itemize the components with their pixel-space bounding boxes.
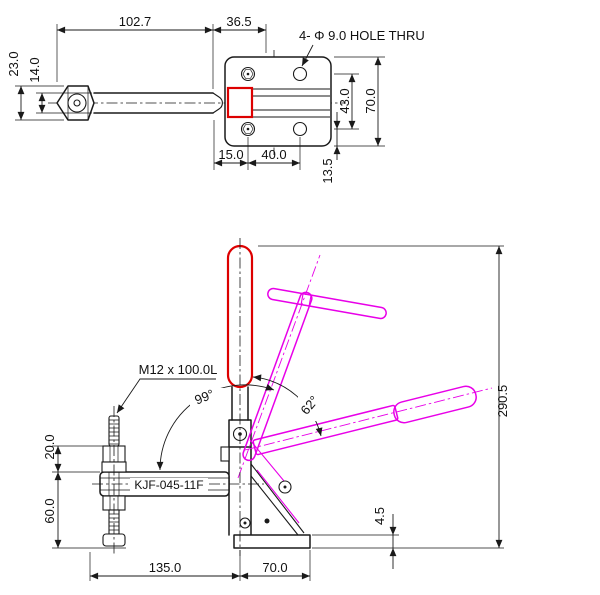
- linkage-pivot-center: [283, 485, 287, 489]
- toggle-gusset: [250, 463, 305, 536]
- phantom-linkage-lines: [249, 439, 300, 524]
- bolt-head-bottom-left: [242, 124, 254, 134]
- dim-label-hole-spacing-horizontal: 40.0: [261, 147, 286, 162]
- dim-label-reach: 135.0: [149, 560, 182, 575]
- extension-lines-top: [15, 24, 385, 170]
- angle-label-arm-travel: 99°: [192, 386, 216, 407]
- clamp-arm-tip: [212, 92, 223, 114]
- spindle-label: M12 x 100.0L: [139, 362, 218, 377]
- phantom-open-positions: [237, 254, 493, 524]
- phantom-spindle-open: [267, 287, 387, 320]
- hole-note-leader: [301, 44, 314, 67]
- angle-arm-bg: [190, 388, 224, 407]
- base-foot: [233, 534, 311, 549]
- arm-stop-block: [220, 446, 230, 462]
- angle-handle-bg: [298, 393, 328, 421]
- top-view: 102.7 36.5 4- Φ 9.0 HOLE THRU 23.0 14.0 …: [6, 14, 425, 184]
- bolt-center-top-left: [246, 72, 250, 76]
- dim-label-end-height: 23.0: [6, 51, 21, 76]
- spindle-nut-lower-facets: [109, 496, 119, 510]
- hole-bottom-right: [292, 121, 308, 137]
- bolt-center-bottom-left: [246, 127, 250, 131]
- base-rivet: [264, 518, 270, 524]
- bolt-head-top-left: [242, 69, 254, 79]
- front-view: M12 x 100.0L KJF-045-11F 99° 62° 20.0 60…: [42, 238, 510, 581]
- arc-handle-travel: [252, 374, 323, 437]
- pivot-block-highlight: [226, 86, 254, 119]
- dim-label-hole-edge-distance: 13.5: [320, 158, 335, 183]
- dim-label-arm-length: 102.7: [119, 14, 152, 29]
- phantom-handle-grip-open: [393, 385, 477, 424]
- spindle-label-leader: [116, 378, 216, 414]
- part-number-label: KJF-045-11F: [134, 478, 203, 492]
- dim-label-arm-thickness: 14.0: [27, 57, 42, 82]
- extension-lines-front: [52, 245, 504, 581]
- base-pivot-center: [243, 521, 247, 525]
- dim-label-plate-height: 70.0: [363, 88, 378, 113]
- dim-label-bar-to-base: 60.0: [42, 498, 57, 523]
- clamp-arm: [93, 92, 214, 114]
- dim-label-overall-height: 290.5: [495, 385, 510, 418]
- plate-slot-lines: [252, 88, 330, 118]
- hole-note-label: 4- Φ 9.0 HOLE THRU: [299, 28, 425, 43]
- spindle-nut-upper-facets: [109, 446, 119, 462]
- part-number-bg: [130, 478, 208, 492]
- dim-label-pivot-offset: 15.0: [218, 147, 243, 162]
- hex-end-pin: [73, 99, 81, 107]
- phantom-handle-centerline: [244, 387, 493, 451]
- dim-label-spindle-height: 20.0: [42, 434, 57, 459]
- phantom-spindle-nut-marks: [300, 293, 312, 307]
- dim-label-base-width: 70.0: [262, 560, 287, 575]
- dim-label-hole-spacing-vertical: 43.0: [337, 88, 352, 113]
- dim-label-base-thickness: 4.5: [372, 507, 387, 525]
- hole-top-right: [292, 66, 308, 82]
- dim-label-pivot-to-plate: 36.5: [226, 14, 251, 29]
